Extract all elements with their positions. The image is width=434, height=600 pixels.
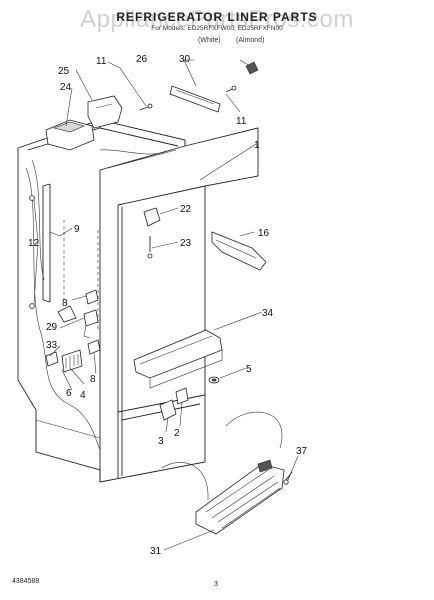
part-5-plug [208, 376, 220, 384]
color-label-white: (White) [198, 37, 221, 44]
callout-26: 26 [136, 54, 148, 65]
callout-22: 22 [180, 204, 192, 215]
callout-4: 4 [80, 390, 86, 401]
part-30-clip [245, 61, 259, 75]
callout-3: 3 [158, 436, 164, 447]
page-number: 3 [214, 581, 218, 588]
callout-31: 31 [150, 546, 162, 557]
callout-34: 34 [262, 308, 274, 319]
part-16-channel [211, 231, 267, 271]
screw-11-top [139, 103, 153, 111]
part-3 [159, 399, 177, 421]
callout-6: 6 [66, 388, 72, 399]
callout-2: 2 [174, 428, 180, 439]
callout-8-upper: 8 [62, 298, 68, 309]
part-22-bracket [143, 207, 161, 227]
part-6 [57, 305, 77, 323]
color-label-almond: (Almond) [236, 37, 265, 44]
callout-1: 1 [254, 140, 260, 151]
callout-37: 37 [296, 446, 308, 457]
part-26-bracket [169, 85, 221, 113]
part-2 [175, 387, 189, 405]
model-list: For Models: ED25RFXFW00, ED25RFXFN00 [151, 25, 283, 32]
callout-24: 24 [60, 82, 72, 93]
part-24-25-control-housing [45, 95, 123, 151]
part-29-socket [83, 309, 99, 339]
callout-33: 33 [46, 340, 58, 351]
callout-8-lower: 8 [90, 374, 96, 385]
liner-cabinet [17, 119, 259, 483]
screw-11-right [225, 85, 237, 93]
part-31-heater-harness [161, 411, 285, 535]
diagram-title: REFRIGERATOR LINER PARTS [116, 10, 318, 24]
callout-5: 5 [246, 364, 252, 375]
callout-11-top: 11 [96, 56, 107, 67]
part-4-switch [61, 349, 83, 373]
callout-9: 9 [74, 224, 80, 235]
callout-25: 25 [58, 66, 70, 77]
callout-11-right: 11 [236, 116, 247, 127]
callout-30: 30 [179, 54, 191, 65]
callout-16: 16 [258, 228, 270, 239]
callout-29: 29 [46, 322, 58, 333]
callout-23: 23 [180, 238, 192, 249]
part-8-clip-lower [87, 339, 101, 355]
document-number: 4384588 [12, 578, 40, 585]
screw-23 [147, 236, 153, 259]
part-8-clip-upper [85, 289, 99, 305]
watermark-text: AppliancePartsPros.com [80, 6, 354, 33]
part-34-shelf-support [133, 329, 223, 389]
callout-12: 12 [28, 238, 40, 249]
leader-lines [33, 59, 299, 551]
screws-12 [29, 195, 35, 309]
